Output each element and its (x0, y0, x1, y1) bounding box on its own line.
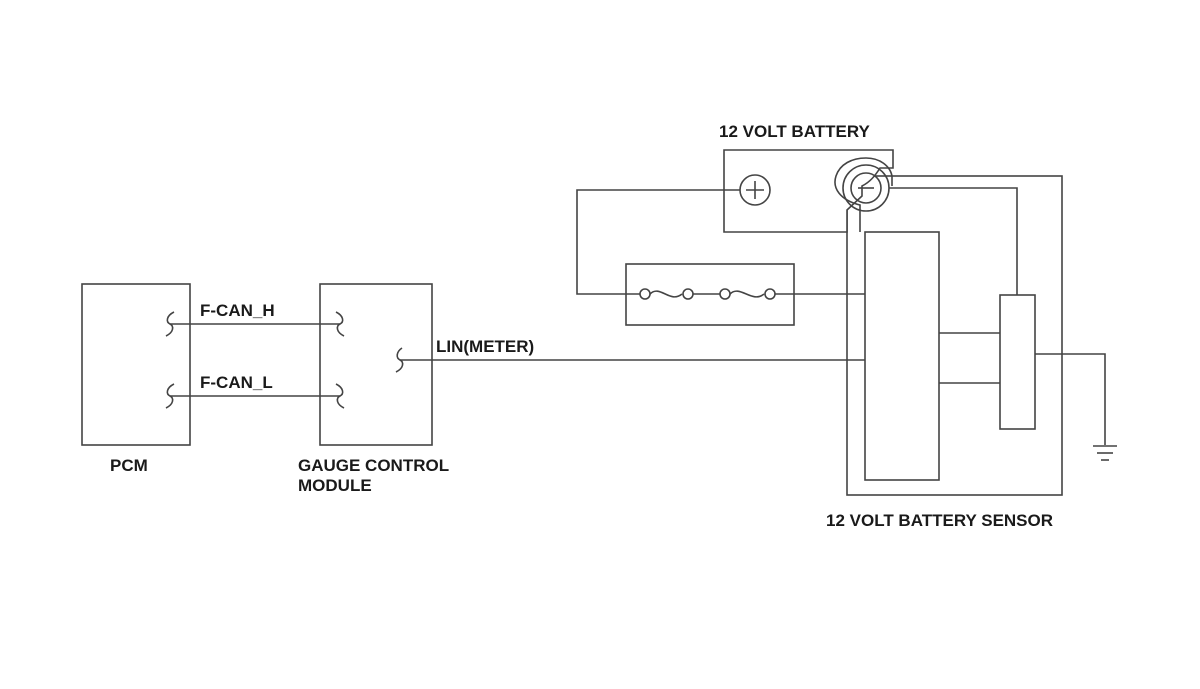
fuse-icon (639, 288, 776, 300)
battery-sensor-outer-box (846, 175, 1063, 496)
gauge-label-line1: GAUGE CONTROL (298, 456, 449, 475)
pcm-box (81, 283, 191, 446)
sensor-inner-block (864, 231, 940, 481)
connector-icon (165, 311, 175, 337)
connector-icon (335, 383, 345, 409)
lin-meter-label: LIN(METER) (436, 337, 534, 356)
gauge-label-line2: MODULE (298, 476, 372, 495)
battery-body (723, 149, 894, 233)
battery-sensor-label: 12 VOLT BATTERY SENSOR (826, 511, 1053, 530)
connector-icon (335, 311, 345, 337)
sensor-shunt-block (999, 294, 1036, 430)
positive-feed-wire (576, 189, 740, 295)
f-can-l-label: F-CAN_L (200, 373, 273, 392)
ground-wire (1035, 353, 1106, 445)
f-can-h-label: F-CAN_H (200, 301, 275, 320)
negative-to-shunt-wire (889, 187, 1018, 295)
ground-icon (1093, 445, 1117, 461)
negative-clamp (834, 157, 893, 232)
gauge-control-module-box (319, 283, 433, 446)
pcm-label: PCM (110, 456, 148, 475)
battery-label: 12 VOLT BATTERY (719, 122, 870, 141)
connector-icon (165, 383, 175, 409)
